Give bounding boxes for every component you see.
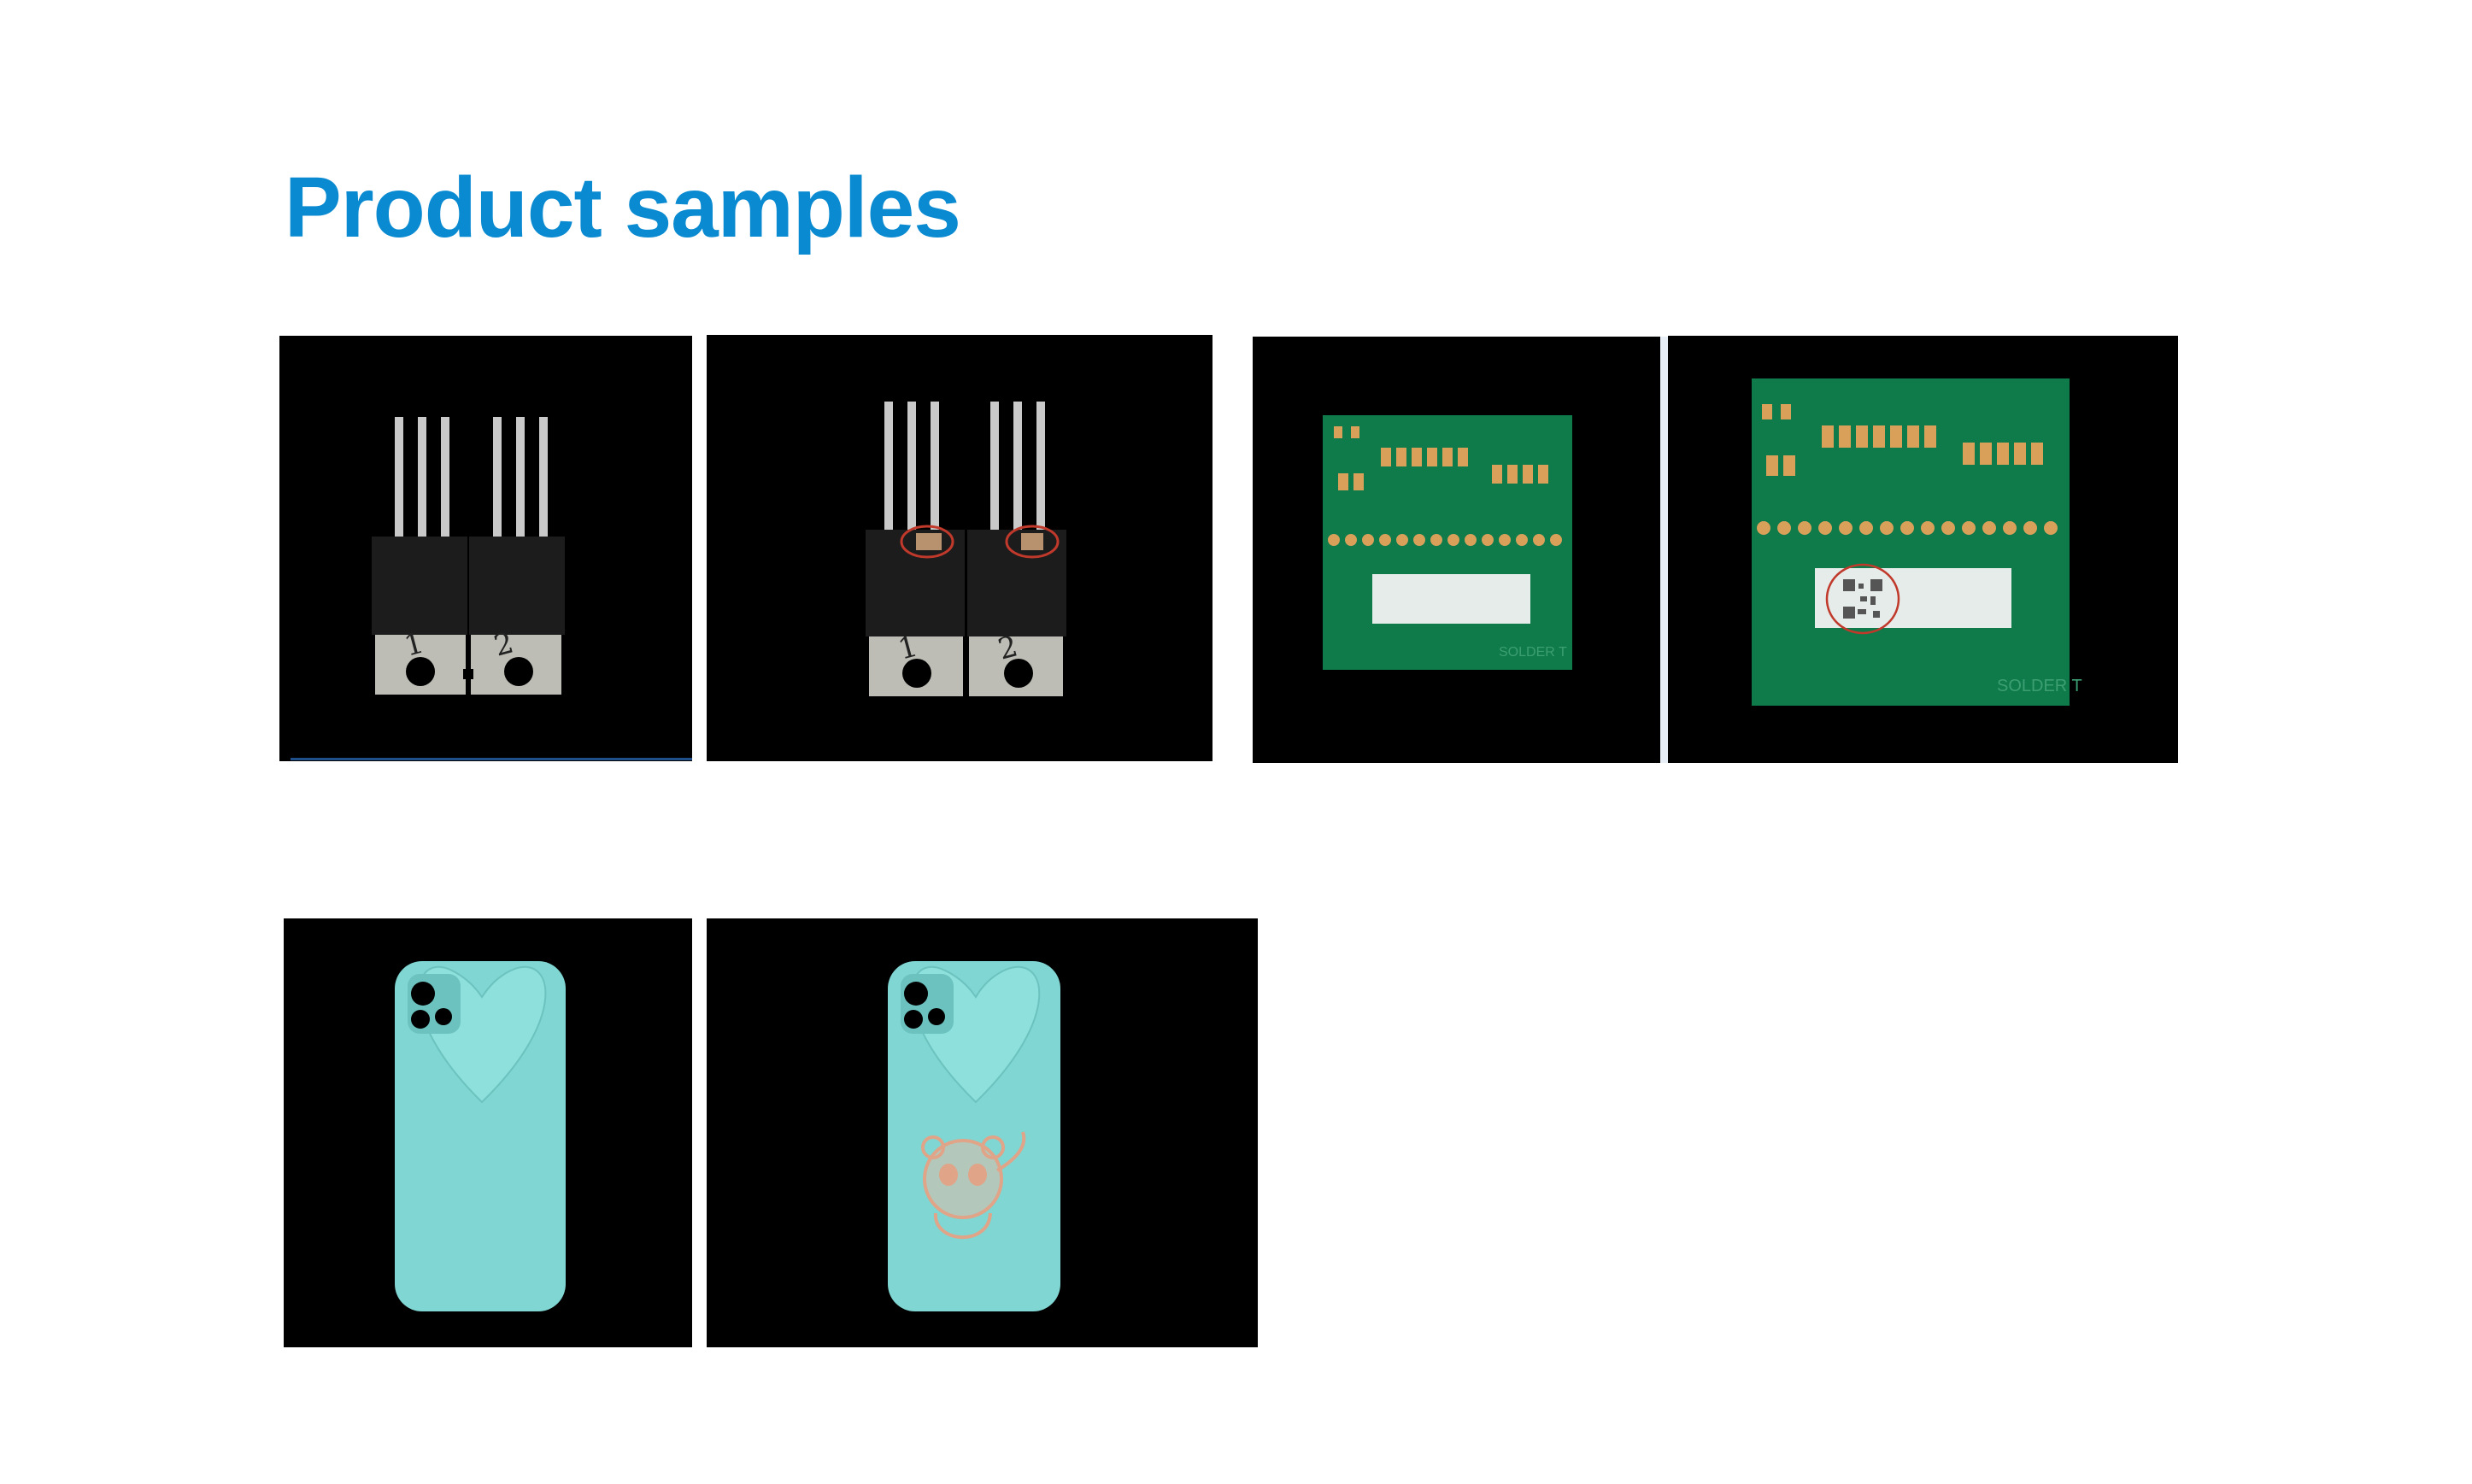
camera-lens-1: [411, 982, 435, 1006]
camera-lens-3: [904, 1010, 923, 1029]
panel-divider: [1660, 337, 1668, 763]
camera-lens-2: [928, 1008, 945, 1025]
sample-image-transistors-before: 1 2: [279, 336, 692, 761]
camera-lens-2: [435, 1008, 452, 1025]
sample-image-transistors-marked: 1 2: [707, 335, 1213, 761]
phone-case-illustration: [395, 961, 566, 1311]
pcb-silkscreen-text: SOLDER T: [1997, 677, 2082, 695]
pcb-illustration: SOLDER T: [1323, 415, 1572, 670]
transistors-illustration: 1 2: [372, 417, 565, 695]
highlight-circle-2: [1005, 525, 1060, 559]
page-title: Product samples: [285, 160, 961, 255]
transistor-leads: [395, 417, 548, 537]
sample-image-pcb-before: SOLDER T: [1253, 337, 1660, 763]
sample-image-phone-case-marked: [707, 918, 1258, 1347]
pcb-via-row: [1757, 521, 2058, 535]
sample-image-phone-case-before: [284, 918, 692, 1347]
transistor-body-1: [866, 530, 965, 636]
highlight-circle-1: [900, 525, 954, 559]
transistor-body-2: [967, 530, 1066, 636]
transistor-body-1: [372, 537, 467, 635]
laser-mark-1: [916, 533, 942, 550]
pcb-label-area: [1815, 568, 2011, 628]
transistors-marked-illustration: 1 2: [866, 402, 1066, 696]
camera-lens-1: [904, 982, 928, 1006]
pcb-label-area: [1372, 574, 1530, 624]
laser-mark-2: [1021, 533, 1043, 550]
highlight-circle-qr: [1825, 563, 1900, 635]
pcb-pads: [1334, 426, 1548, 490]
sample-image-pcb-marked-qr: SOLDER T: [1668, 336, 2178, 763]
pcb-marked-illustration: SOLDER T: [1752, 378, 2082, 706]
transistor-leads: [884, 402, 1045, 530]
phone-case-marked-illustration: [888, 961, 1060, 1311]
pcb-via-row: [1328, 534, 1562, 546]
panda-engraving: [921, 1131, 1026, 1240]
pcb-silkscreen-text: SOLDER T: [1499, 645, 1567, 660]
pcb-pads: [1762, 404, 2043, 476]
camera-lens-3: [411, 1010, 430, 1029]
qr-code: [1843, 579, 1882, 619]
transistor-body-2: [469, 537, 565, 635]
panel-underline: [291, 758, 692, 760]
